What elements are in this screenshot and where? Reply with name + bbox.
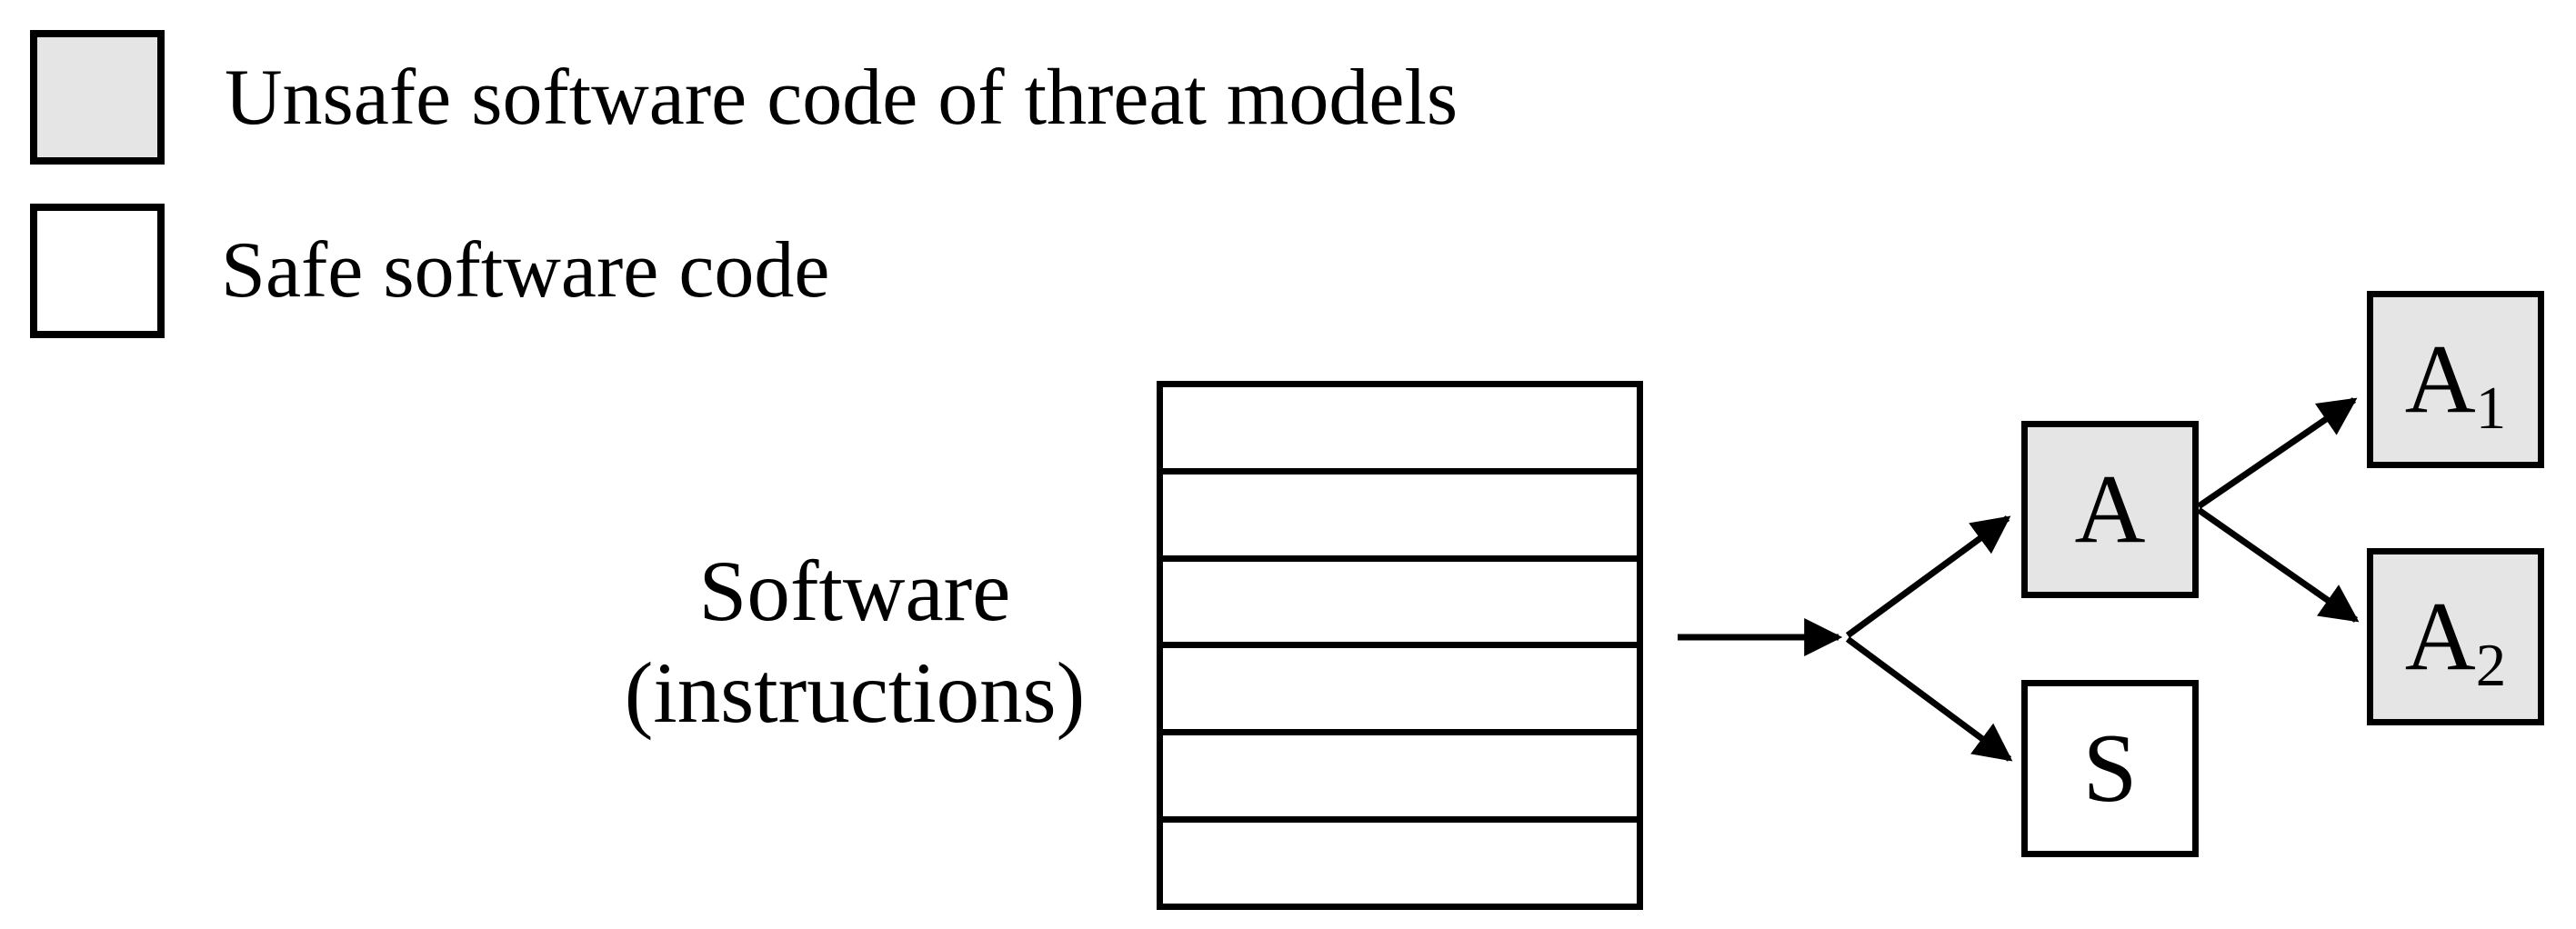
node-A2: A2 <box>2367 548 2544 725</box>
stack-row <box>1163 816 1637 904</box>
stack-row <box>1163 387 1637 468</box>
node-A: A <box>2021 421 2199 598</box>
stack-row <box>1163 554 1637 643</box>
legend-swatch-safe <box>30 204 165 338</box>
software-caption-line1: Software <box>698 543 1011 639</box>
node-A1: A1 <box>2367 291 2544 468</box>
node-S-label: S <box>2082 714 2138 823</box>
stack-row <box>1163 467 1637 555</box>
legend-swatch-unsafe <box>30 30 165 165</box>
node-S: S <box>2021 680 2199 857</box>
legend-label-unsafe: Unsafe software code of threat models <box>225 54 1458 142</box>
legend-label-safe: Safe software code <box>221 226 830 315</box>
stack-row <box>1163 642 1637 729</box>
node-A2-label: A2 <box>2404 582 2507 700</box>
arrow-A-to-A1 <box>2197 397 2358 509</box>
node-A1-label: A1 <box>2404 325 2507 443</box>
arrow-A-to-A2 <box>2196 507 2360 623</box>
software-caption: Software (instructions) <box>582 540 1128 744</box>
software-stack <box>1157 381 1643 910</box>
arrow-branch-to-S <box>1845 636 2013 762</box>
arrow-branch-to-A <box>1845 515 2011 638</box>
software-caption-line2: (instructions) <box>624 644 1086 741</box>
node-A-label: A <box>2074 455 2146 564</box>
stack-row <box>1163 729 1637 816</box>
